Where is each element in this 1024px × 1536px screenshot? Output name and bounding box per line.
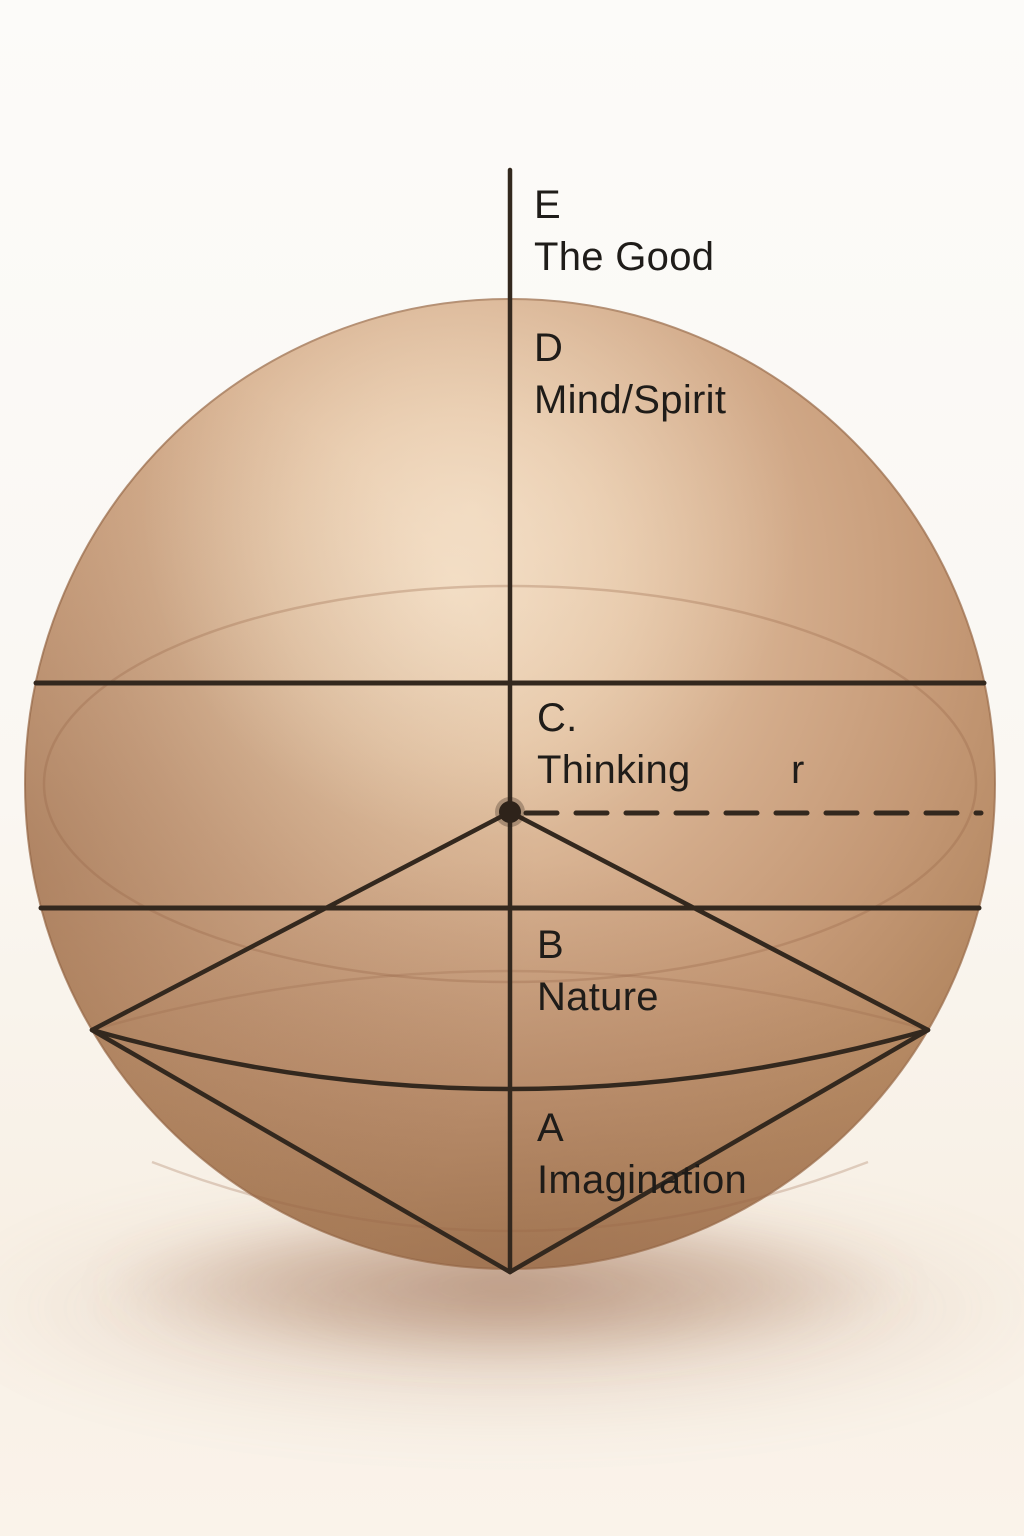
section-title: The Good — [534, 235, 715, 279]
cone-edge-upper-right — [507, 809, 931, 1033]
cone-edge-lower-left — [89, 1027, 513, 1275]
center-point — [499, 801, 521, 823]
section-title: Mind/Spirit — [534, 378, 727, 422]
bottom-cap-front-arc — [89, 1027, 931, 1092]
section-letter: D — [534, 326, 564, 370]
section-letter: A — [537, 1106, 564, 1150]
section-title: Imagination — [537, 1158, 748, 1202]
label-section-d: D Mind/Spirit — [534, 322, 726, 426]
label-section-e: E The Good — [534, 179, 714, 283]
label-section-a: A Imagination — [537, 1102, 747, 1206]
section-title: Thinking — [537, 748, 691, 792]
label-section-b: B Nature — [537, 919, 659, 1023]
cone-edge-lower-right — [507, 1027, 931, 1275]
cone-edge-upper-left — [89, 809, 513, 1033]
sphere-shadow — [95, 1206, 915, 1366]
section-letter: B — [537, 923, 564, 967]
label-section-c: C. Thinking — [537, 692, 691, 796]
section-letter: E — [534, 183, 561, 227]
radius-label: r — [791, 748, 805, 792]
section-letter: C. — [537, 696, 578, 740]
section-title: Nature — [537, 975, 659, 1019]
